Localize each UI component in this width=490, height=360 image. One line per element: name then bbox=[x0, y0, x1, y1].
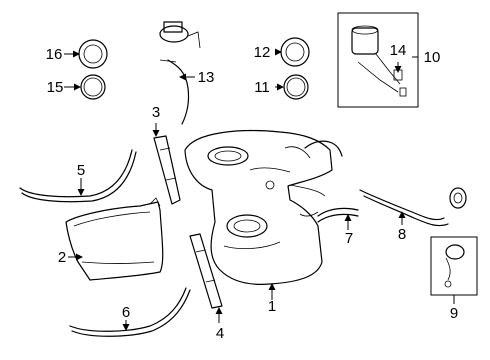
callout-10: 10 bbox=[424, 49, 441, 66]
callout-6: 6 bbox=[122, 304, 130, 321]
shield-4 bbox=[189, 233, 223, 309]
heat-shield bbox=[65, 197, 164, 281]
callout-5: 5 bbox=[77, 162, 85, 179]
leader-lines bbox=[64, 48, 455, 331]
ring-12 bbox=[280, 37, 310, 67]
box-9 bbox=[430, 236, 478, 296]
callout-12: 12 bbox=[254, 44, 271, 61]
callout-2: 2 bbox=[58, 249, 66, 266]
callout-labels: 1 2 3 4 5 6 7 8 9 10 11 12 13 14 15 16 bbox=[46, 42, 459, 342]
ring-15 bbox=[80, 74, 106, 100]
callout-4: 4 bbox=[216, 325, 224, 342]
box-10 bbox=[337, 12, 419, 108]
ring-11 bbox=[283, 74, 309, 100]
strap-5 bbox=[19, 149, 137, 203]
strap-6 bbox=[69, 287, 191, 337]
callout-8: 8 bbox=[398, 226, 406, 243]
callout-14: 14 bbox=[390, 42, 407, 59]
callout-16: 16 bbox=[46, 46, 63, 63]
callout-15: 15 bbox=[47, 79, 64, 96]
callout-13: 13 bbox=[198, 69, 215, 86]
fuel-tank bbox=[184, 130, 343, 285]
hose-7 bbox=[317, 207, 359, 223]
callout-7: 7 bbox=[345, 230, 353, 247]
ring-16 bbox=[78, 39, 108, 69]
callout-9: 9 bbox=[450, 305, 458, 322]
callout-3: 3 bbox=[152, 104, 160, 121]
shield-3 bbox=[153, 135, 181, 205]
pump-module bbox=[159, 21, 201, 125]
callout-1: 1 bbox=[268, 298, 276, 315]
callout-11: 11 bbox=[254, 79, 270, 96]
filler-pipe bbox=[359, 187, 467, 227]
